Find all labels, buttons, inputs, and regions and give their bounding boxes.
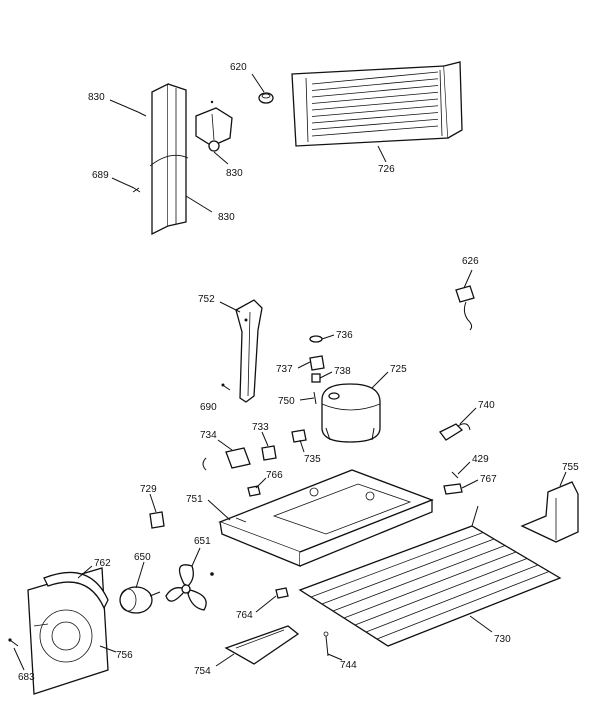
clip-735: [291, 429, 307, 443]
power-cord-part: [455, 285, 475, 331]
callout-734: 734: [200, 430, 217, 441]
condenser-part: [291, 61, 463, 147]
screw-429: [451, 471, 459, 479]
coil-tube-line: [321, 538, 495, 605]
callout-830-top: 830: [88, 92, 105, 103]
clip-733: [261, 445, 277, 461]
callout-830-mid: 830: [226, 168, 243, 179]
coil-tube-line: [310, 532, 484, 598]
coil-tube-line: [376, 571, 550, 640]
clip-736: [309, 335, 323, 343]
overload-738: [311, 373, 321, 383]
callout-750: 750: [278, 396, 295, 407]
clip-764: [275, 587, 289, 599]
mount-bracket-part: [235, 299, 263, 403]
callout-751: 751: [186, 494, 203, 505]
callout-429: 429: [472, 454, 489, 465]
condenser-coil-line: [311, 71, 439, 85]
drain-trough-754: [224, 625, 300, 665]
callout-762: 762: [94, 558, 111, 569]
screw-689: [132, 187, 141, 193]
callout-737: 737: [276, 364, 293, 375]
callout-736: 736: [336, 330, 353, 341]
condenser-coil-line: [311, 125, 439, 137]
callout-767: 767: [480, 474, 497, 485]
vertical-channel-part: [149, 82, 189, 236]
coil-tube-line: [332, 545, 506, 612]
start-device-734: [202, 447, 251, 471]
condenser-coil-line: [311, 98, 439, 111]
callout-620: 620: [230, 62, 247, 73]
base-pan-part: [218, 469, 434, 567]
condenser-coil-line: [311, 85, 439, 98]
condenser-coil-line: [311, 105, 439, 117]
callout-744: 744: [340, 660, 357, 671]
callout-729: 729: [140, 484, 157, 495]
coil-tube-line: [343, 551, 517, 619]
callout-651: 651: [194, 536, 211, 547]
screw-830-top: [137, 111, 147, 117]
callout-830-bottom: 830: [218, 212, 235, 223]
callout-766: 766: [266, 470, 283, 481]
callout-733: 733: [252, 422, 269, 433]
callout-754: 754: [194, 666, 211, 677]
screw-690: [221, 383, 231, 391]
valve-bracket-part: [195, 100, 233, 152]
condenser-coil-line: [311, 112, 439, 124]
condenser-coil-line: [311, 78, 439, 91]
gasket-762: [43, 571, 109, 610]
callout-755: 755: [562, 462, 579, 473]
callout-740: 740: [478, 400, 495, 411]
corner-bracket-755: [520, 481, 579, 543]
callout-689: 689: [92, 170, 109, 181]
callout-738: 738: [334, 366, 351, 377]
leader-lines: [13, 73, 567, 671]
coil-tube-line: [299, 525, 473, 591]
callout-756: 756: [116, 650, 133, 661]
callout-725: 725: [390, 364, 407, 375]
condenser-coil-730: [298, 505, 562, 647]
clip-767: [443, 483, 463, 495]
callout-764: 764: [236, 610, 253, 621]
fan-blade-part: [165, 564, 214, 611]
compressor-part: [321, 383, 381, 443]
clip-766: [247, 485, 261, 497]
callout-730: 730: [494, 634, 511, 645]
condenser-coil-line: [311, 91, 439, 104]
grommet-part: [258, 92, 274, 104]
tube-744: [323, 631, 329, 657]
callout-626: 626: [462, 256, 479, 267]
callout-650: 650: [134, 552, 151, 563]
callout-735: 735: [304, 454, 321, 465]
coil-tube-line: [365, 564, 539, 633]
callout-690: 690: [200, 402, 217, 413]
clip-729: [149, 511, 165, 529]
relay-part: [439, 423, 471, 441]
screw-683: [8, 638, 19, 647]
pin-750: [313, 391, 317, 405]
callout-labels: 830 689 830 830 620 726 626 752 736 737 …: [18, 62, 579, 683]
callout-683: 683: [18, 672, 35, 683]
condenser-coil-line: [311, 118, 439, 130]
cover-737: [309, 355, 325, 371]
coil-tube-line: [387, 577, 561, 647]
callout-752: 752: [198, 294, 215, 305]
fan-shroud-part: [27, 567, 109, 695]
callout-726: 726: [378, 164, 395, 175]
fan-motor-part: [119, 586, 161, 614]
coil-tube-line: [354, 558, 528, 626]
